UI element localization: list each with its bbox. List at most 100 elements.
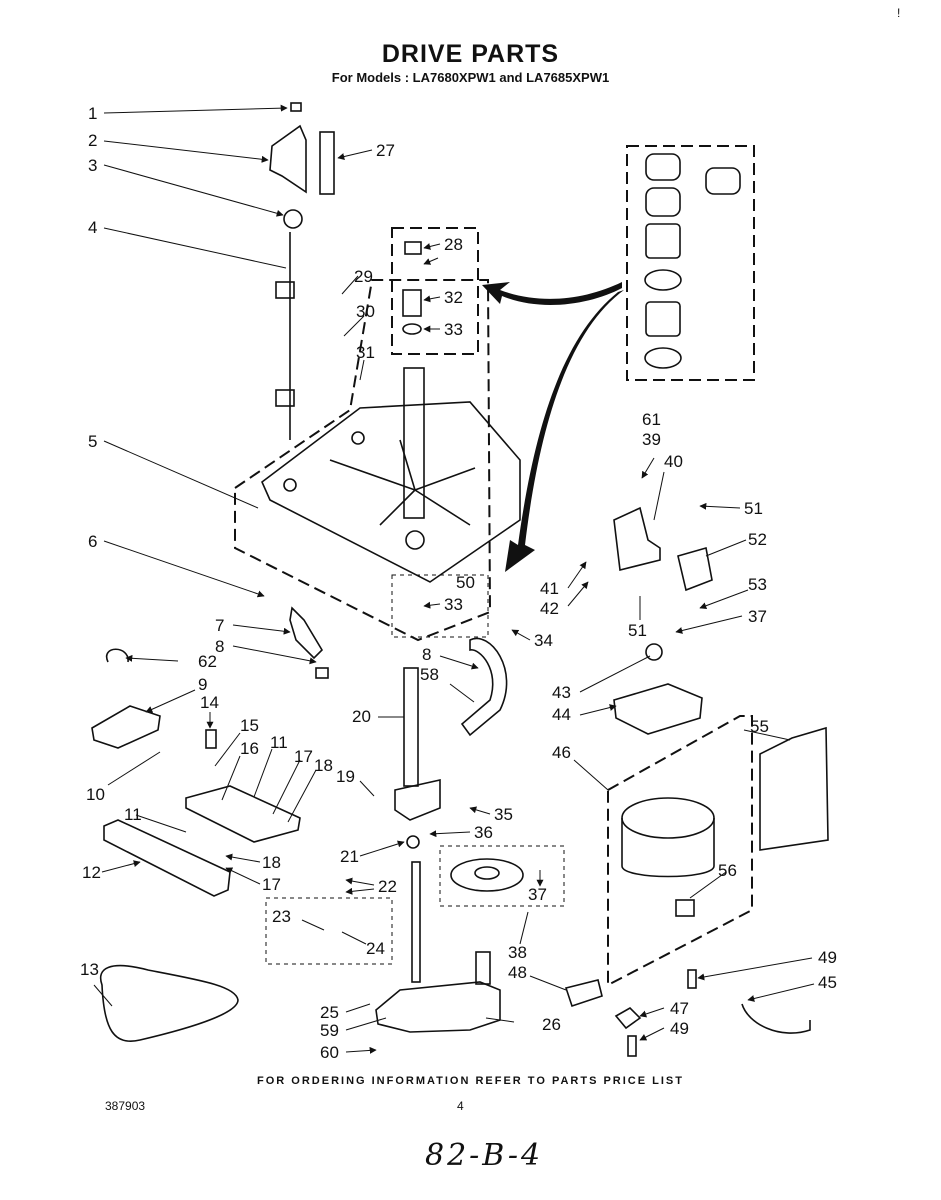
bushing-part-32 — [402, 289, 422, 317]
bracket-part-40 — [613, 506, 661, 571]
seal-ring-3 — [645, 187, 681, 217]
washer-part-33 — [402, 323, 422, 335]
bar-part-16 — [185, 785, 301, 843]
callout-33: 33 — [444, 320, 463, 339]
callout-49: 49 — [818, 948, 837, 967]
bracket-part-58 — [460, 637, 508, 737]
callout-48: 48 — [508, 963, 527, 982]
callout-59: 59 — [320, 1021, 339, 1040]
belt-part-13 — [99, 964, 239, 1042]
block-part-9 — [91, 705, 161, 749]
callout-29: 29 — [354, 267, 373, 286]
bearing-cage-2 — [645, 301, 681, 337]
callout-17: 17 — [294, 747, 313, 766]
callout-39: 39 — [642, 430, 661, 449]
callout-61: 61 — [642, 410, 661, 429]
page-title: DRIVE PARTS — [381, 40, 560, 68]
callout-43: 43 — [552, 683, 571, 702]
seal-kit-boundary — [626, 145, 755, 381]
callout-14: 14 — [200, 693, 219, 712]
nut-part-8 — [315, 667, 329, 679]
callout-40: 40 — [664, 452, 683, 471]
handwritten-note: 82-B-4 — [425, 1138, 544, 1173]
pulley-kit-boundary — [439, 845, 565, 907]
callout-6: 6 — [88, 532, 97, 551]
clamp-part-47 — [614, 1007, 642, 1030]
callout-5: 5 — [88, 432, 97, 451]
clip-lower — [275, 389, 295, 407]
screw-part-49b — [627, 1035, 637, 1057]
callout-2: 2 — [88, 131, 97, 150]
callout-60: 60 — [320, 1043, 339, 1062]
clip-part-52 — [677, 546, 713, 592]
callout-23: 23 — [272, 907, 291, 926]
gearcase-part-26 — [375, 981, 501, 1033]
curved-arrow-lower — [505, 290, 624, 572]
callout-19: 19 — [336, 767, 355, 786]
callout-51: 51 — [744, 499, 763, 518]
callout-52: 52 — [748, 530, 767, 549]
callout-32: 32 — [444, 288, 463, 307]
callout-8b: 8 — [422, 645, 431, 664]
pulley-part-38 — [450, 858, 524, 892]
shaft-part-20 — [403, 667, 419, 787]
callout-18b: 18 — [262, 853, 281, 872]
callout-33b: 33 — [444, 595, 463, 614]
plate-hole-a — [351, 431, 365, 445]
callout-47: 47 — [670, 999, 689, 1018]
clip-upper — [275, 281, 295, 299]
callout-30: 30 — [356, 302, 375, 321]
callout-1: 1 — [88, 104, 97, 123]
callout-56: 56 — [718, 861, 737, 880]
strip-part-27 — [319, 131, 335, 195]
harness-part-45 — [741, 1003, 811, 1034]
motor-top — [621, 797, 715, 839]
nut-part-1 — [290, 102, 302, 112]
callout-51b: 51 — [628, 621, 647, 640]
callout-53: 53 — [748, 575, 767, 594]
switch-part-56 — [675, 899, 695, 917]
bolt-part-14 — [205, 729, 217, 749]
callout-36: 36 — [474, 823, 493, 842]
callout-35: 35 — [494, 805, 513, 824]
callout-41: 41 — [540, 579, 559, 598]
coupling-part-48 — [564, 979, 603, 1008]
screw-part-49 — [687, 969, 697, 989]
bearing-kit-boundary — [391, 227, 479, 355]
callout-labels: 1 2 3 4 5 6 7 8 62 9 14 10 15 16 11 17 1… — [80, 104, 837, 1062]
ordering-note: FOR ORDERING INFORMATION REFER TO PARTS … — [257, 1075, 684, 1087]
callout-24: 24 — [366, 939, 385, 958]
callout-37b: 37 — [748, 607, 767, 626]
bracket-part-2 — [269, 124, 307, 194]
model-subtitle: For Models : LA7680XPW1 and LA7685XPW1 — [331, 70, 610, 85]
clip-part-62 — [105, 648, 129, 663]
callout-34: 34 — [534, 631, 553, 650]
curved-arrow-upper — [482, 282, 622, 305]
callout-62: 62 — [198, 652, 217, 671]
callout-45: 45 — [818, 973, 837, 992]
leader-lines — [93, 104, 815, 1054]
callout-21: 21 — [340, 847, 359, 866]
input-shaft — [475, 951, 491, 985]
plate-part-44 — [613, 683, 703, 735]
knob-part-3 — [283, 209, 303, 229]
callout-9: 9 — [198, 675, 207, 694]
shield-part-55 — [759, 726, 829, 851]
callout-4: 4 — [88, 218, 97, 237]
callout-15: 15 — [240, 716, 259, 735]
callout-38: 38 — [508, 943, 527, 962]
callout-3: 3 — [88, 156, 97, 175]
callout-10: 10 — [86, 785, 105, 804]
seal-ring-2 — [705, 167, 741, 195]
callout-31: 31 — [356, 343, 375, 362]
arm-part-7 — [289, 606, 324, 660]
callout-11: 11 — [270, 733, 288, 752]
plate-hole-c — [405, 530, 425, 550]
callout-16: 16 — [240, 739, 259, 758]
page-number: 4 — [457, 1099, 464, 1113]
gear-shaft — [411, 861, 421, 983]
callout-22: 22 — [378, 877, 397, 896]
callout-58: 58 — [420, 665, 439, 684]
pulley-hub — [474, 866, 500, 880]
